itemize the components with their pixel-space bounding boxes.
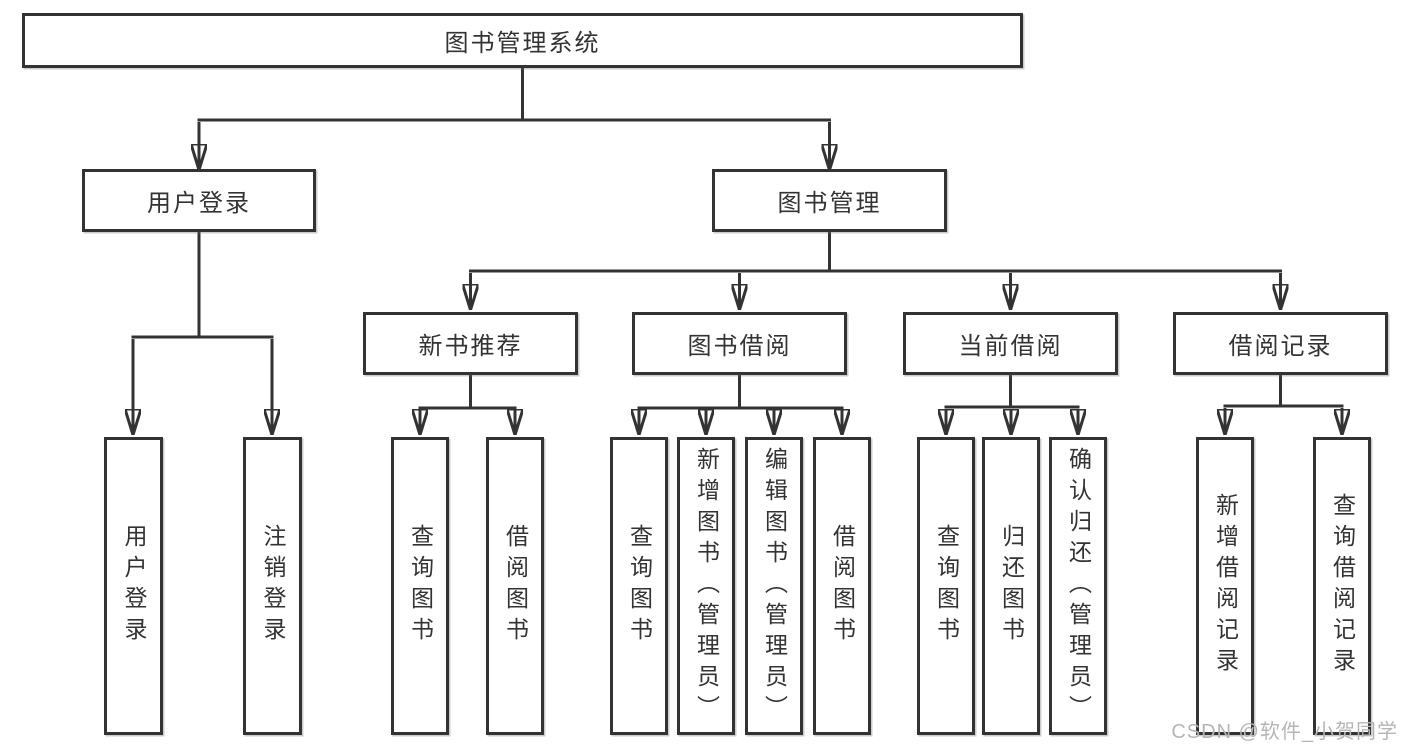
node-root-label: 图书管理系统 [444,30,601,57]
leaf-borrow-edit-book-admin-label: 编辑图书（管理员） [761,446,788,726]
node-book-management-label: 图书管理 [777,190,882,217]
node-user-login: 用户登录 [82,169,316,232]
leaf-current-query-book-label: 查询图书 [933,524,960,648]
leaf-current-return-book: 归还图书 [982,437,1040,735]
leaf-borrow-query-book-label: 查询图书 [626,524,653,648]
node-root: 图书管理系统 [22,13,1023,68]
leaf-logout-login-label: 注销登录 [260,524,286,648]
leaf-current-query-book: 查询图书 [917,437,975,735]
node-borrow-record-label: 借阅记录 [1228,333,1333,360]
leaf-logout-login: 注销登录 [243,437,302,735]
leaf-record-query-borrow-record: 查询借阅记录 [1313,437,1371,735]
leaf-borrow-add-book-admin: 新增图书（管理员） [677,437,735,735]
leaf-borrow-add-book-admin-label: 新增图书（管理员） [693,446,720,726]
node-book-borrow-label: 图书借阅 [687,333,792,360]
node-borrow-record: 借阅记录 [1173,312,1388,375]
leaf-borrow-borrow-book-label: 借阅图书 [829,524,856,648]
leaf-current-confirm-return-admin-label: 确认归还（管理员） [1065,446,1092,726]
leaf-newbook-borrow-book-label: 借阅图书 [502,524,529,648]
leaf-record-add-borrow-record: 新增借阅记录 [1196,437,1254,735]
leaf-user-login-label: 用户登录 [121,524,147,648]
node-book-borrow: 图书借阅 [632,312,847,375]
node-book-management: 图书管理 [712,169,947,232]
node-current-borrow: 当前借阅 [903,312,1118,375]
leaf-current-confirm-return-admin: 确认归还（管理员） [1049,437,1107,735]
leaf-record-query-borrow-record-label: 查询借阅记录 [1329,493,1356,679]
leaf-newbook-borrow-book: 借阅图书 [486,437,544,735]
leaf-borrow-query-book: 查询图书 [610,437,668,735]
leaf-newbook-query-book-label: 查询图书 [407,524,434,648]
leaf-current-return-book-label: 归还图书 [998,524,1025,648]
node-new-book-recommend: 新书推荐 [363,312,578,375]
node-user-login-label: 用户登录 [147,190,251,217]
leaf-borrow-edit-book-admin: 编辑图书（管理员） [745,437,803,735]
leaf-borrow-borrow-book: 借阅图书 [813,437,871,735]
tree-trunk-lines [131,66,1344,410]
leaf-record-add-borrow-record-label: 新增借阅记录 [1212,493,1239,679]
leaf-newbook-query-book: 查询图书 [391,437,449,735]
node-current-borrow-label: 当前借阅 [958,333,1063,360]
leaf-user-login: 用户登录 [104,437,163,735]
node-new-book-recommend-label: 新书推荐 [418,333,523,360]
